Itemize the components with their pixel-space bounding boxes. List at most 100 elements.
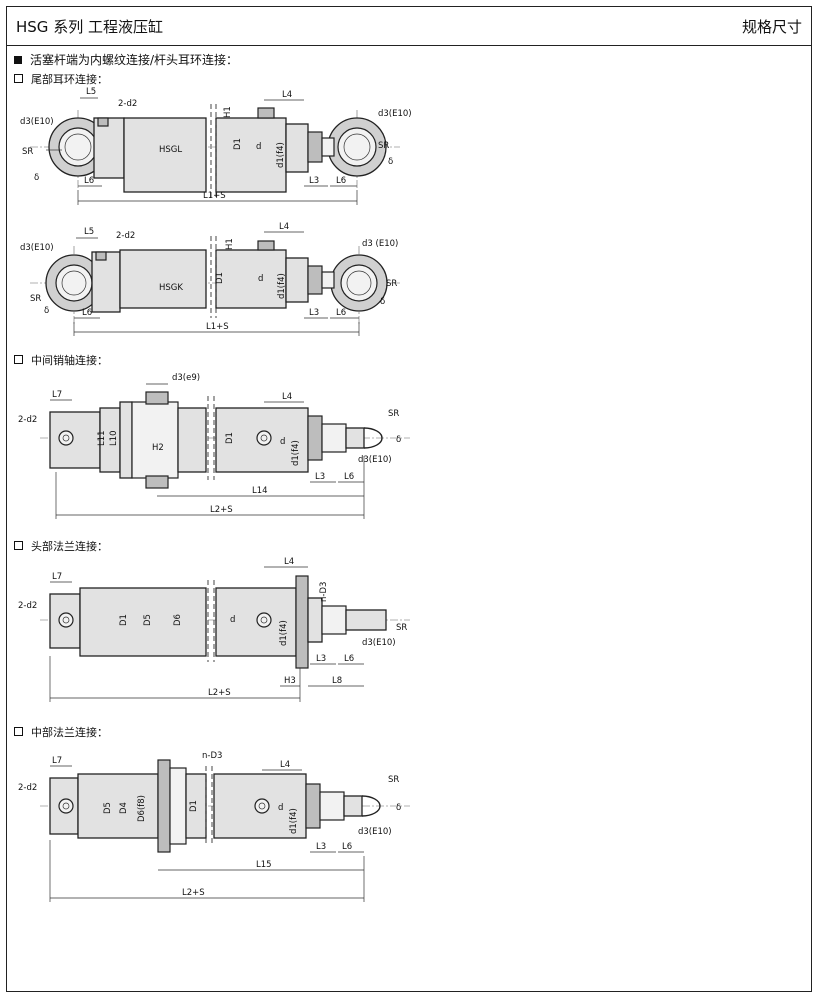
dim-total-length: L1+S: [206, 322, 229, 332]
dim-n-d3: n-D3: [319, 582, 329, 602]
spec-label: 规格尺寸: [741, 18, 802, 36]
dim-d: d: [280, 437, 285, 447]
dim-l10: L10: [109, 430, 119, 446]
dim-d3-e10-left: d3(E10): [20, 117, 54, 127]
dim-h1: H1: [225, 238, 235, 250]
dim-l11: L11: [97, 430, 107, 446]
section-title-text: 头部法兰连接：: [31, 540, 108, 553]
dim-l14: L14: [252, 486, 268, 496]
dim-d3-e10: d3(E10): [362, 638, 396, 648]
dim-total-length: L2+S: [208, 688, 231, 698]
dim-total-length: L2+S: [210, 505, 233, 515]
dim-l6-left: L6: [84, 176, 94, 186]
dim-sr: SR: [388, 775, 399, 785]
dim-l4: L4: [282, 90, 292, 100]
dim-d: d: [278, 803, 283, 813]
dim-l4: L4: [282, 392, 292, 402]
dim-l3: L3: [316, 842, 326, 852]
dim-l6: L6: [344, 472, 354, 482]
section-title-text: 中间销轴连接：: [31, 354, 108, 367]
dim-2-d2: 2-d2: [118, 99, 137, 109]
dim-d3-e10-right: d3 (E10): [362, 239, 398, 249]
dim-d6: D6: [173, 614, 183, 626]
dim-sr: SR: [388, 409, 399, 419]
dim-delta-right: δ: [380, 297, 385, 307]
section-title-text: 中部法兰连接：: [31, 726, 108, 739]
open-square-icon: [14, 355, 23, 364]
dim-2-d2: 2-d2: [18, 783, 37, 793]
dim-d1-f4: d1(f4): [276, 142, 286, 168]
dim-sr-left: SR: [30, 294, 41, 304]
dim-d1-f4: d1(f4): [277, 273, 287, 299]
dim-d1-cap: D1: [189, 800, 199, 812]
dim-delta-left: δ: [34, 173, 39, 183]
section-title-head-flange: 头部法兰连接：: [14, 538, 108, 554]
model-label: HSGK: [159, 283, 183, 293]
dim-2-d2: 2-d2: [18, 601, 37, 611]
open-square-icon: [14, 74, 23, 83]
dim-l15: L15: [256, 860, 272, 870]
dim-n-d3: n-D3: [202, 751, 222, 761]
dim-d3-e10: d3(E10): [358, 455, 392, 465]
dim-d6-f8: D6(f8): [137, 795, 147, 822]
dim-d1-cap: D1: [225, 432, 235, 444]
dim-d1-cap: D1: [119, 614, 129, 626]
dim-sr-left: SR: [22, 147, 33, 157]
section-title-mid-flange: 中部法兰连接：: [14, 724, 108, 740]
dim-l4: L4: [280, 760, 290, 770]
dim-l4: L4: [279, 222, 289, 232]
dim-d5: D5: [143, 614, 153, 626]
dim-sr-right: SR: [378, 141, 389, 151]
dim-l8: L8: [332, 676, 342, 686]
dim-h2: H2: [152, 443, 164, 453]
diagram-tail-eye-hsgk: HSGK L5 2-d2 L4 H1 D1 d d1(f4) d3(E10) S…: [20, 222, 400, 336]
dim-d1-f4: d1(f4): [291, 440, 301, 466]
main-heading: 活塞杆端为内螺纹连接/杆头耳环连接：: [14, 51, 238, 68]
dim-d5: D5: [103, 802, 113, 814]
dim-2-d2: 2-d2: [18, 415, 37, 425]
section-title-mid-trunnion: 中间销轴连接：: [14, 352, 108, 368]
dim-d: d: [258, 274, 263, 284]
dim-l6: L6: [344, 654, 354, 664]
open-square-icon: [14, 727, 23, 736]
dim-d3-e10-right: d3(E10): [378, 109, 412, 119]
dim-delta: δ: [396, 803, 401, 813]
dim-h1: H1: [223, 106, 233, 118]
dim-l7: L7: [52, 390, 62, 400]
model-label: HSGL: [159, 145, 182, 155]
open-square-icon: [14, 541, 23, 550]
dim-d1-cap: D1: [233, 138, 243, 150]
dim-2-d2: 2-d2: [116, 231, 135, 241]
dim-l3: L3: [309, 176, 319, 186]
dim-d: d: [256, 142, 261, 152]
dim-d: d: [230, 615, 235, 625]
dim-l4: L4: [284, 557, 294, 567]
dim-l6-right: L6: [336, 176, 346, 186]
filled-square-icon: [14, 56, 22, 64]
dim-total-length: L1+S: [203, 191, 226, 201]
dim-l6-left: L6: [82, 308, 92, 318]
dim-l7: L7: [52, 756, 62, 766]
dim-d4: D4: [119, 802, 129, 814]
dim-d1-cap: D1: [215, 272, 225, 284]
dim-l7: L7: [52, 572, 62, 582]
diagram-mid-flange: L7 n-D3 2-d2 D5 D4 D6(f8) D1 L4 d d1(f4)…: [18, 751, 410, 902]
dim-sr-right: SR: [386, 279, 397, 289]
dim-delta: δ: [396, 435, 401, 445]
section-title-text: 尾部耳环连接：: [31, 73, 108, 86]
dim-l6: L6: [342, 842, 352, 852]
main-heading-text: 活塞杆端为内螺纹连接/杆头耳环连接：: [30, 53, 239, 67]
dim-sr: SR: [396, 623, 407, 633]
dim-l5: L5: [86, 87, 96, 97]
dim-d3-e10: d3(E10): [358, 827, 392, 837]
page-header: HSG 系列 工程液压缸 规格尺寸: [6, 6, 812, 46]
dim-total-length: L2+S: [182, 888, 205, 898]
dim-delta-right: δ: [388, 157, 393, 167]
dim-l3: L3: [309, 308, 319, 318]
diagram-mid-trunnion: L7 d3(e9) 2-d2 L11 L10 H2 D1 L4 d d1(f4)…: [18, 373, 410, 519]
dim-l5: L5: [84, 227, 94, 237]
page-title: HSG 系列 工程液压缸: [16, 18, 163, 36]
diagram-head-flange: L7 2-d2 D1 D5 D6 d d1(f4) L4 n-D3 SR d3(…: [18, 557, 410, 702]
diagram-tail-eye-hsgl: HSGL L5 2-d2 L4 H1 D1 d d1(f4) d3(E10) S…: [20, 87, 412, 205]
